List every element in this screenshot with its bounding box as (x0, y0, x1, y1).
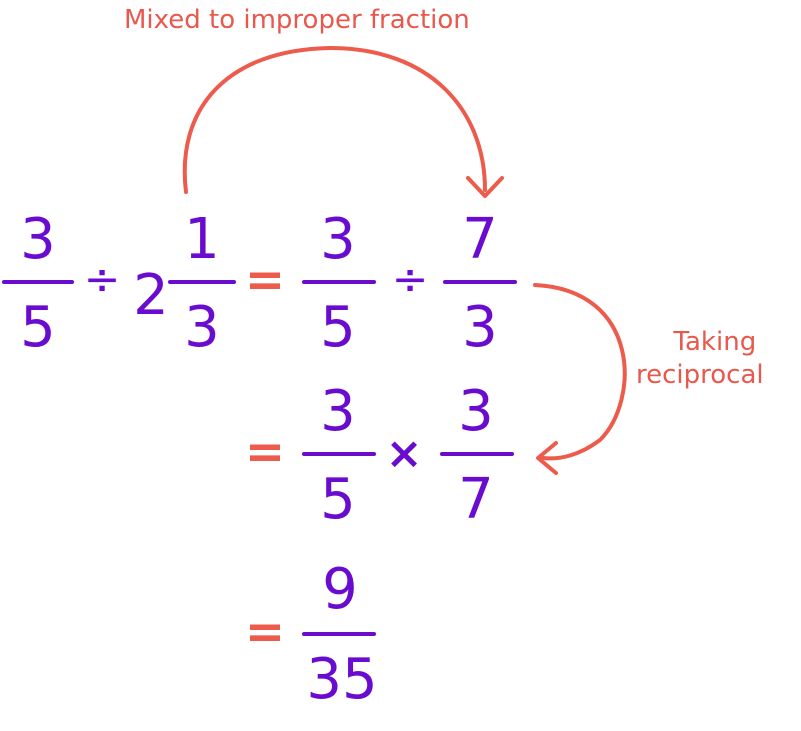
fraction-c-bar (302, 280, 376, 284)
fraction-g-denominator: 35 (306, 647, 378, 712)
fraction-e-numerator: 3 (320, 379, 356, 444)
fraction-a-denominator: 5 (20, 295, 56, 360)
divide-sign-2: ÷ (391, 254, 429, 305)
fraction-b-denominator: 3 (184, 295, 220, 360)
fraction-e-denominator: 5 (320, 467, 356, 532)
annotation-taking-line2: reciprocal (636, 359, 764, 390)
reciprocal-arrowhead (536, 441, 558, 475)
fraction-c-denominator: 5 (320, 295, 356, 360)
equals-sign-1: = (244, 252, 286, 308)
annotation-mixed-to-improper: Mixed to improper fraction (124, 5, 470, 35)
fraction-d-denominator: 3 (462, 295, 498, 360)
fraction-g-bar (302, 632, 376, 636)
fraction-b-bar (168, 280, 236, 284)
improper-fraction-arrow (182, 45, 487, 194)
fraction-d-bar (443, 280, 517, 284)
mixed-whole-number: 2 (133, 263, 169, 328)
fraction-f-bar (440, 452, 514, 456)
fraction-c-numerator: 3 (320, 207, 356, 272)
fraction-a-bar (2, 280, 74, 284)
multiply-sign: × (385, 428, 423, 479)
annotation-taking-reciprocal: Taking reciprocal (636, 326, 764, 391)
fraction-b-numerator: 1 (184, 207, 220, 272)
fraction-f-numerator: 3 (458, 379, 494, 444)
fraction-g-numerator: 9 (322, 557, 358, 622)
equals-sign-2: = (244, 424, 286, 480)
fraction-d-numerator: 7 (462, 207, 498, 272)
improper-fraction-arrowhead (466, 176, 504, 198)
equals-sign-3: = (244, 604, 286, 660)
reciprocal-arrow (533, 283, 627, 461)
annotation-taking-line1: Taking (673, 327, 757, 357)
fraction-e-bar (302, 452, 376, 456)
fraction-a-numerator: 3 (20, 207, 56, 272)
divide-sign-1: ÷ (83, 254, 121, 305)
fraction-f-denominator: 7 (458, 467, 494, 532)
